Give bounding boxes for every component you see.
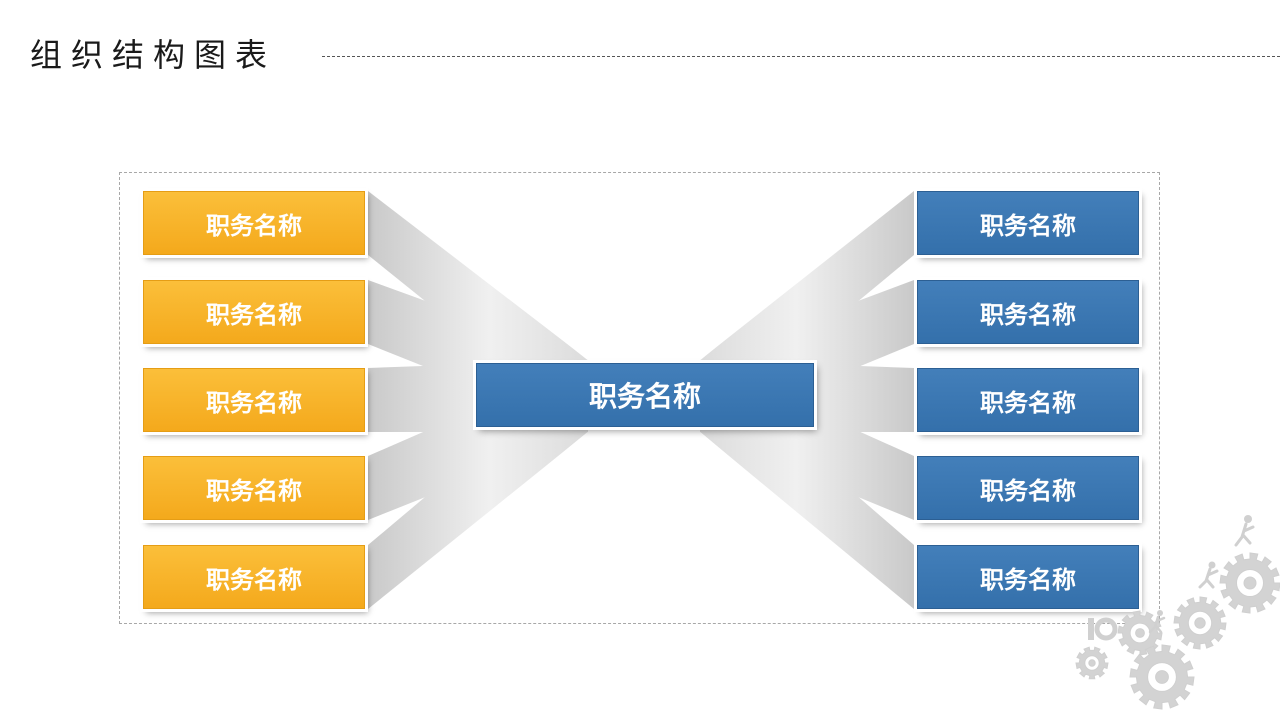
diagram-frame xyxy=(119,172,1160,624)
right-position-label: 职务名称 xyxy=(980,388,1076,417)
gears-with-runners-icon xyxy=(1075,515,1280,710)
right-position-box-4[interactable]: 职务名称 xyxy=(917,456,1139,520)
right-position-label: 职务名称 xyxy=(980,476,1076,505)
left-position-label: 职务名称 xyxy=(206,388,302,417)
page-title: 组织结构图表 xyxy=(30,36,277,74)
left-position-box-2[interactable]: 职务名称 xyxy=(143,280,365,344)
left-position-box-1[interactable]: 职务名称 xyxy=(143,191,365,255)
left-position-label: 职务名称 xyxy=(206,476,302,505)
right-position-label: 职务名称 xyxy=(980,211,1076,240)
center-position-label: 职务名称 xyxy=(588,380,701,413)
left-position-label: 职务名称 xyxy=(206,211,302,240)
left-position-box-5[interactable]: 职务名称 xyxy=(143,545,365,609)
gear-icon xyxy=(1129,644,1195,710)
left-position-label: 职务名称 xyxy=(206,300,302,329)
left-position-box-4[interactable]: 职务名称 xyxy=(143,456,365,520)
right-position-label: 职务名称 xyxy=(980,565,1076,594)
right-position-label: 职务名称 xyxy=(980,300,1076,329)
right-position-box-3[interactable]: 职务名称 xyxy=(917,368,1139,432)
gear-icon xyxy=(1219,552,1280,614)
title-dashed-rule xyxy=(322,56,1280,57)
center-position-box[interactable]: 职务名称 xyxy=(476,363,814,427)
gear-icon xyxy=(1117,610,1163,656)
right-position-box-5[interactable]: 职务名称 xyxy=(917,545,1139,609)
gear-icon xyxy=(1075,646,1109,680)
right-position-box-1[interactable]: 职务名称 xyxy=(917,191,1139,255)
right-position-box-2[interactable]: 职务名称 xyxy=(917,280,1139,344)
left-position-label: 职务名称 xyxy=(206,565,302,594)
gear-icon xyxy=(1173,596,1227,650)
left-position-box-3[interactable]: 职务名称 xyxy=(143,368,365,432)
